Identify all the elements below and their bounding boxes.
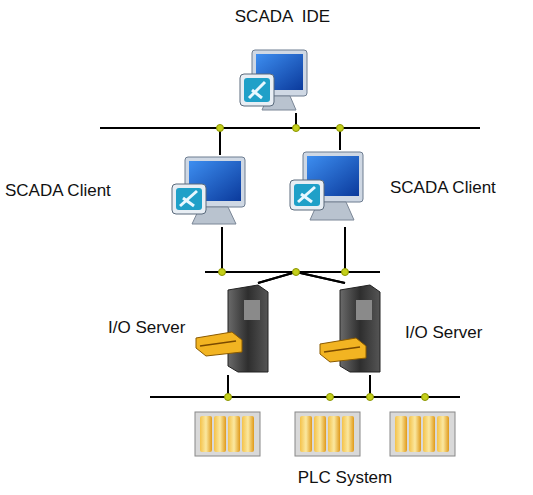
network-bus xyxy=(150,396,460,398)
monitor-icon xyxy=(240,50,307,110)
server-icon xyxy=(320,285,380,372)
io-module xyxy=(228,416,240,452)
app-badge-fill xyxy=(176,188,202,210)
io-module xyxy=(300,416,312,452)
node-label: SCADA IDE xyxy=(220,7,345,27)
io-module xyxy=(328,416,340,452)
app-badge xyxy=(172,184,206,214)
io-module xyxy=(423,416,435,452)
node-label: SCADA Client xyxy=(5,181,145,201)
app-glyph xyxy=(298,187,315,202)
plc-rack xyxy=(195,412,260,456)
router-detail xyxy=(324,347,360,352)
junction-dot xyxy=(367,394,374,401)
server-node: I/O Server xyxy=(105,283,270,375)
client-node: SCADA Client xyxy=(5,155,250,227)
rack-frame xyxy=(390,412,455,456)
server-icon xyxy=(196,285,268,372)
junction-dot xyxy=(337,125,344,132)
workstation-node: SCADA IDE xyxy=(220,5,345,113)
io-module xyxy=(200,416,212,452)
node-label: I/O Server xyxy=(108,318,203,338)
app-glyph xyxy=(249,82,265,98)
monitor-icon xyxy=(290,152,363,220)
server-bay xyxy=(244,300,260,320)
app-badge xyxy=(290,180,324,210)
junction-dot xyxy=(293,125,300,132)
network-link xyxy=(296,227,345,283)
junction-dot xyxy=(219,269,226,276)
node-label: PLC System xyxy=(285,468,405,488)
io-module xyxy=(242,416,254,452)
network-link xyxy=(258,227,345,283)
client-node: SCADA Client xyxy=(290,150,530,227)
io-module xyxy=(314,416,326,452)
io-module xyxy=(214,416,226,452)
app-badge-fill xyxy=(244,78,270,102)
node-label: I/O Server xyxy=(405,323,505,343)
network-link xyxy=(296,113,340,150)
server-node: I/O Server xyxy=(320,283,510,375)
connector-group xyxy=(220,113,370,397)
server-bay xyxy=(356,300,372,320)
junction-dot xyxy=(327,394,334,401)
app-glyph xyxy=(180,191,197,206)
plc-rack xyxy=(390,412,455,456)
io-module xyxy=(409,416,421,452)
network-link xyxy=(222,227,345,283)
rack-frame xyxy=(195,412,260,456)
io-module xyxy=(395,416,407,452)
io-module xyxy=(437,416,449,452)
plc-group: PLC System xyxy=(185,397,470,492)
junction-dot xyxy=(225,394,232,401)
app-badge-fill xyxy=(294,184,320,206)
router-icon xyxy=(320,338,366,362)
junction-dots xyxy=(217,125,429,401)
plc-rack xyxy=(295,412,360,456)
rack-frame xyxy=(295,412,360,456)
monitor-icon xyxy=(172,157,245,224)
junction-dot xyxy=(342,269,349,276)
junction-dot xyxy=(293,269,300,276)
app-badge xyxy=(240,74,274,106)
server-tower xyxy=(228,285,268,372)
router-detail xyxy=(200,341,236,346)
io-module xyxy=(342,416,354,452)
junction-dot xyxy=(422,394,429,401)
junction-dot xyxy=(217,125,224,132)
network-link xyxy=(220,113,296,155)
node-label: SCADA Client xyxy=(390,178,525,198)
router-icon xyxy=(196,332,242,356)
